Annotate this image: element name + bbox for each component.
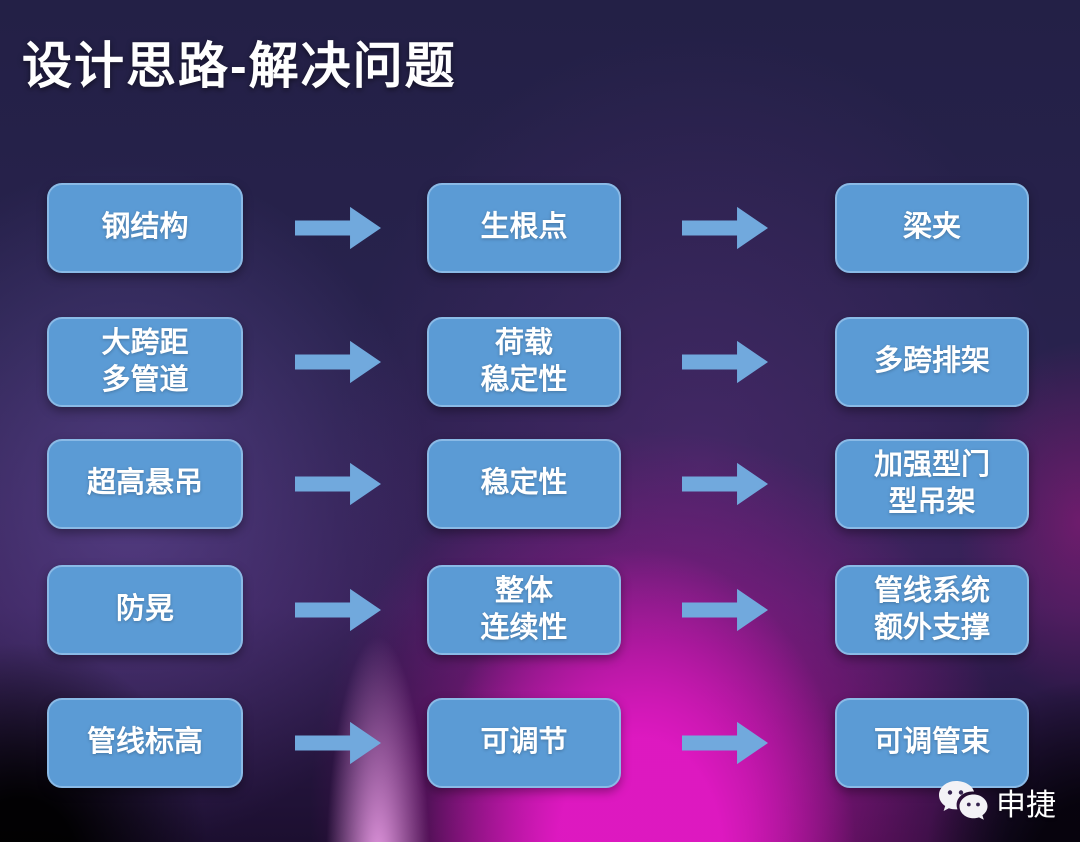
arrow-right-icon xyxy=(682,340,768,384)
flow-box-problem: 管线标高 xyxy=(47,698,243,788)
flow-box-problem: 防晃 xyxy=(47,565,243,655)
flow-box-problem: 钢结构 xyxy=(47,183,243,273)
arrow-right-icon xyxy=(295,588,381,632)
arrow-right-icon xyxy=(295,462,381,506)
arrow-right-icon xyxy=(682,462,768,506)
flow-row-4: 防晃 整体 连续性 管线系统 额外支撑 xyxy=(0,565,1080,655)
flow-row-1: 钢结构 生根点 梁夹 xyxy=(0,183,1080,273)
flow-box-problem: 超高悬吊 xyxy=(47,439,243,529)
flow-box-problem: 大跨距 多管道 xyxy=(47,317,243,407)
flow-row-3: 超高悬吊 稳定性 加强型门 型吊架 xyxy=(0,439,1080,529)
flow-row-5: 管线标高 可调节 可调管束 xyxy=(0,698,1080,788)
flow-box-need: 生根点 xyxy=(427,183,621,273)
flow-box-solution: 加强型门 型吊架 xyxy=(835,439,1029,529)
wechat-icon xyxy=(939,781,988,820)
flow-box-solution: 梁夹 xyxy=(835,183,1029,273)
arrow-right-icon xyxy=(295,206,381,250)
arrow-right-icon xyxy=(295,340,381,384)
flow-row-2: 大跨距 多管道 荷载 稳定性 多跨排架 xyxy=(0,317,1080,407)
arrow-right-icon xyxy=(682,206,768,250)
watermark: 申捷 xyxy=(936,774,1056,830)
flow-box-solution: 多跨排架 xyxy=(835,317,1029,407)
arrow-right-icon xyxy=(295,721,381,765)
arrow-right-icon xyxy=(682,721,768,765)
flow-box-need: 稳定性 xyxy=(427,439,621,529)
flow-box-solution: 管线系统 额外支撑 xyxy=(835,565,1029,655)
page-title: 设计思路-解决问题 xyxy=(22,38,457,94)
flow-box-need: 可调节 xyxy=(427,698,621,788)
flow-box-need: 荷载 稳定性 xyxy=(427,317,621,407)
flow-box-solution: 可调管束 xyxy=(835,698,1029,788)
flow-box-need: 整体 连续性 xyxy=(427,565,621,655)
watermark-label: 申捷 xyxy=(996,789,1056,822)
arrow-right-icon xyxy=(682,588,768,632)
